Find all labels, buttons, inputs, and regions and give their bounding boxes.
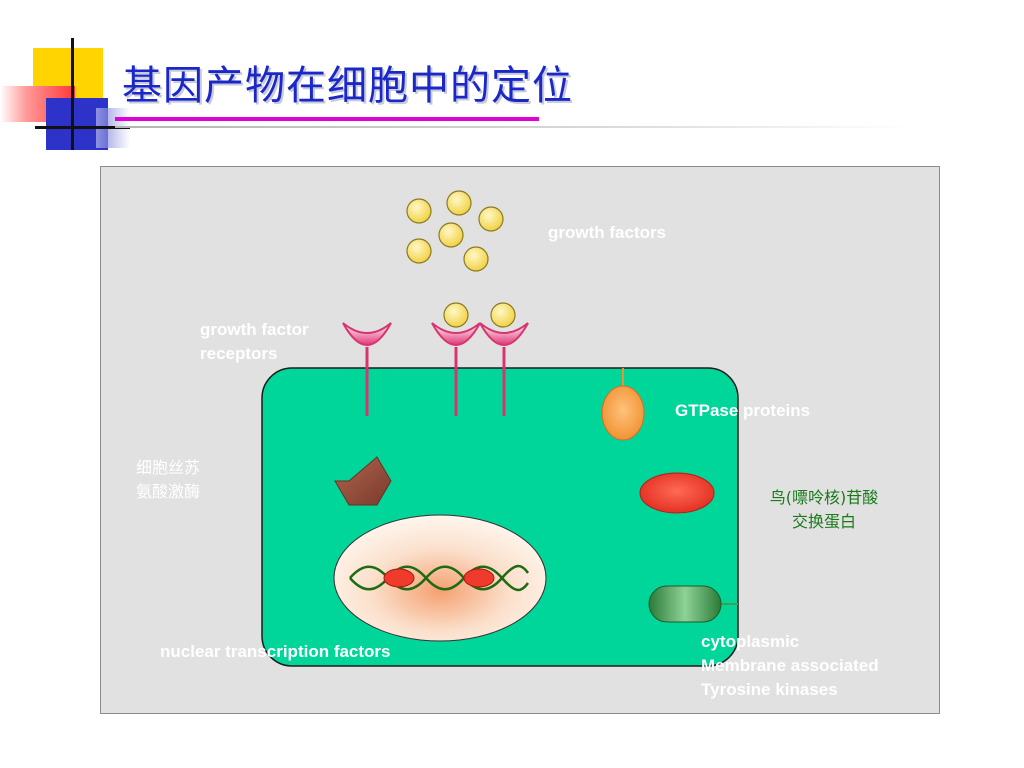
label-gef: 鸟(嘌呤核)苷酸 交换蛋白 [749, 486, 899, 534]
growth-factor-ball [438, 222, 464, 248]
page-title: 基因产物在细胞中的定位 [122, 63, 573, 109]
transcription-factor [463, 568, 495, 588]
growth-factor-ball [443, 302, 469, 328]
growth-factor-ball [406, 238, 432, 264]
label-tyrosine-line2: Membrane associated [701, 656, 879, 675]
label-gtpase: GTPase proteins [675, 401, 811, 420]
label-tyrosine-kinases: cytoplasmic Membrane associated Tyrosine… [701, 630, 879, 702]
tyrosine-kinase [648, 585, 722, 623]
growth-factor-ball [463, 246, 489, 272]
label-tyrosine-line3: Tyrosine kinases [701, 680, 838, 699]
growth-factor-ball [478, 206, 504, 232]
cell-diagram [261, 190, 739, 667]
label-gef-line2: 交换蛋白 [791, 512, 856, 531]
label-receptors-line1: growth factor [200, 320, 309, 339]
growth-factor-ball [406, 198, 432, 224]
label-ser-thr-kinase: 细胞丝苏 氨酸激酶 [136, 456, 200, 504]
label-gef-line1: 鸟(嘌呤核)苷酸 [769, 488, 879, 507]
label-tyrosine-line1: cytoplasmic [701, 632, 800, 651]
label-kinase-line2: 氨酸激酶 [136, 482, 201, 501]
title-underline [115, 117, 539, 121]
label-receptors-line2: receptors [200, 344, 278, 363]
label-growth-factors: growth factors [548, 223, 667, 242]
cell-diagram-frame: growth factors growth factor receptors G… [100, 166, 940, 714]
receptor-right [479, 322, 529, 416]
title-rule [115, 126, 915, 128]
gtpase-protein [601, 385, 645, 441]
label-kinase-line1: 细胞丝苏 [136, 458, 201, 477]
growth-factor-ball [490, 302, 516, 328]
gef-protein [639, 472, 715, 514]
ser-thr-kinase-hexagon [334, 456, 392, 506]
free-growth-factors [406, 190, 504, 272]
bound-growth-factors [443, 302, 516, 328]
receptor-left [342, 322, 392, 416]
corner-vertical-line [71, 38, 74, 150]
transcription-factor [383, 568, 415, 588]
nucleus [333, 514, 547, 642]
label-nuclear-transcription-factors: nuclear transcription factors [160, 642, 391, 661]
label-receptors: growth factor receptors [200, 318, 309, 366]
growth-factor-ball [446, 190, 472, 216]
corner-horizontal-line [35, 126, 130, 129]
